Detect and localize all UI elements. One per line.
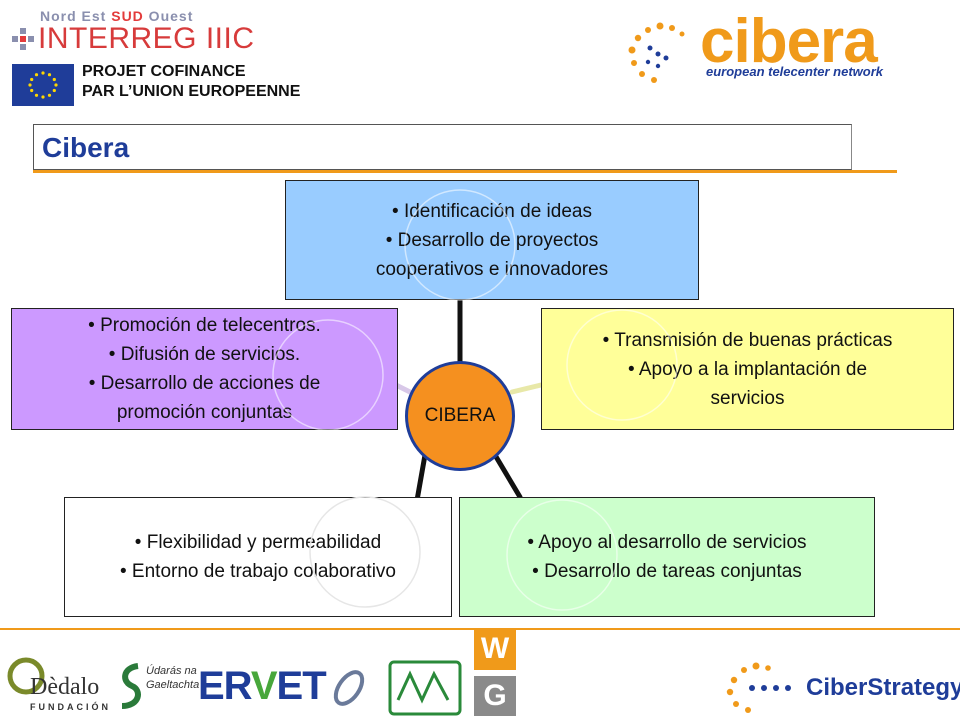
connector-bottom-right (492, 452, 523, 500)
box-desarrollo-servicios: • Apoyo al desarrollo de servicios • Des… (459, 497, 875, 617)
connector-left (393, 382, 413, 395)
box-ideas: • Identificación de ideas • Desarrollo d… (285, 180, 699, 300)
cibera-logo-subtitle: european telecenter network (706, 64, 883, 79)
connector-right (509, 382, 544, 395)
czu-university-seal-icon (388, 660, 462, 716)
dedalo-fundacion-text: FUNDACIÓN (30, 702, 111, 712)
wg-logo-g: G (474, 676, 516, 716)
center-node-cibera: CIBERA (405, 361, 515, 471)
cibera-logo-text: cibera (700, 7, 878, 76)
title-frame (33, 124, 852, 170)
ciberstrategy-dots-icon (726, 662, 791, 713)
box-buenas-practicas: • Transmisión de buenas prácticas • Apoy… (541, 308, 954, 430)
udaras-logo-text: Údarás na Gaeltachta (146, 665, 200, 691)
box-promocion: • Promoción de telecentros. • Difusión d… (11, 308, 398, 430)
interreg-tagline: Nord Est SUD Ouest (40, 8, 194, 24)
box-flexibilidad: • Flexibilidad y permeabilidad • Entorno… (64, 497, 452, 617)
ervet-logo-text: ERVET (198, 664, 327, 708)
feather-logo-icon (333, 670, 365, 706)
ciberstrategy-logo-text: CiberStrategy (806, 674, 960, 701)
title-underline (33, 170, 897, 173)
interreg-logo-text: INTERREG IIIC (38, 22, 255, 55)
udaras-icon (121, 663, 141, 709)
dedalo-logo-text: Dèdalo (30, 674, 100, 700)
dedalo-icon (7, 657, 45, 695)
wg-logo-w: W (474, 628, 516, 670)
cibera-dots-icon (628, 22, 685, 83)
eu-cofinance-text: PROJET COFINANCE PAR L’UNION EUROPEENNE (82, 63, 301, 100)
interreg-cross-icon (12, 28, 34, 50)
page-title: Cibera (42, 132, 130, 163)
eu-flag-icon (12, 64, 74, 106)
